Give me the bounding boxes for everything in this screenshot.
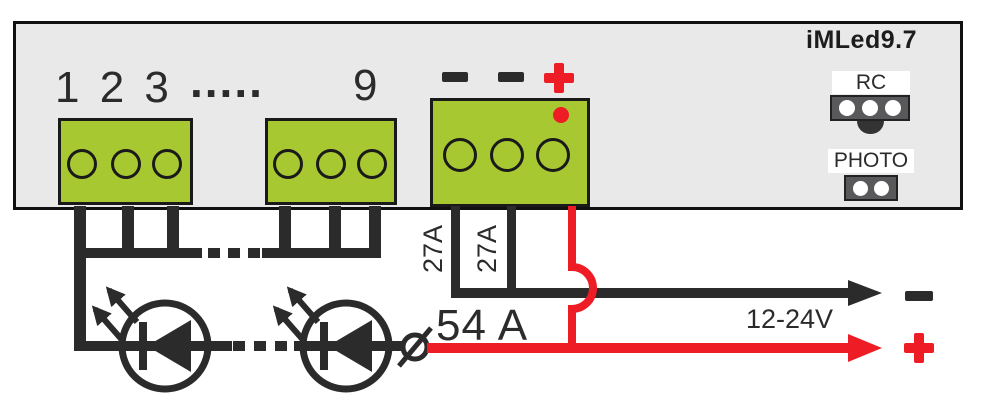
device-model-title: iMLed9.7 [806, 26, 917, 54]
power-led-indicator [553, 107, 569, 123]
screw-terminal [443, 138, 477, 172]
rc-pin-hole [839, 100, 855, 116]
minus-mark-2 [498, 72, 524, 82]
supply-minus-mark [905, 291, 933, 301]
rc-jumper-connector [830, 95, 910, 121]
minus-mark-1 [442, 72, 468, 82]
screw-terminal [316, 149, 346, 179]
positive-supply-wire [427, 334, 882, 362]
negative-supply-wire [451, 280, 882, 306]
photo-jumper-connector [844, 175, 898, 201]
screw-terminal [111, 149, 141, 179]
supply-plus-mark-vertical [914, 333, 924, 363]
photo-pin-hole [874, 180, 890, 196]
photo-pin-hole [852, 180, 868, 196]
led-symbol [91, 286, 212, 393]
positive-branch-wire [568, 206, 597, 348]
led-light-arrows [91, 286, 140, 343]
channel-numbers-label: 1 2 3 [55, 63, 173, 112]
channel-bus-wire [74, 248, 381, 258]
channel-ellipsis-label: ..... [190, 55, 264, 107]
power-terminal-block [430, 98, 590, 207]
rc-connector-tab [857, 121, 884, 134]
led-light-arrows [272, 286, 321, 343]
branch-current-label-2: 27A [472, 224, 502, 274]
total-current-label: 54 A [436, 301, 529, 350]
rc-pin-hole [862, 100, 878, 116]
output-terminal-block-9 [265, 118, 397, 205]
photo-label: PHOTO [828, 149, 914, 173]
screw-terminal [490, 138, 524, 172]
channel-number-9-label: 9 [353, 61, 382, 110]
screw-terminal [273, 149, 303, 179]
output-terminal-block-1 [58, 118, 193, 205]
negative-branch-wires [451, 206, 516, 298]
plus-mark-vertical [554, 63, 564, 93]
diameter-symbol [397, 326, 433, 368]
screw-terminal [536, 138, 570, 172]
supply-voltage-label: 12-24V [746, 304, 834, 334]
output-terminal-pins [74, 206, 381, 253]
branch-current-label-1: 27A [418, 224, 448, 274]
screw-terminal [357, 149, 387, 179]
screw-terminal [152, 149, 182, 179]
rc-label: RC [832, 71, 910, 94]
led-symbol [272, 286, 393, 393]
rc-pin-hole [885, 100, 901, 116]
screw-terminal [67, 149, 97, 179]
